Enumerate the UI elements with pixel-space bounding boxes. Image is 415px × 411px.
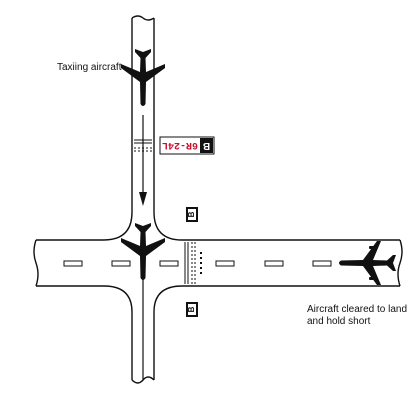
taxiway-location-sign: B bbox=[186, 207, 198, 222]
holding-position-sign-letter: B bbox=[203, 140, 210, 151]
holding-position-sign-text: 6R-24L bbox=[162, 139, 198, 150]
airplane-icon bbox=[121, 49, 165, 106]
runway-hold-short-markings bbox=[184, 242, 202, 284]
landing-aircraft-label-line2: and hold short bbox=[307, 316, 371, 327]
airplane-icon bbox=[339, 241, 396, 285]
taxiway-centerline bbox=[139, 115, 147, 380]
runway bbox=[33, 239, 403, 287]
taxiway-location-sign-letter: B bbox=[187, 211, 196, 217]
taxiway-location-sign-letter: B bbox=[187, 306, 196, 312]
holding-position-sign: 6R-24L B bbox=[159, 136, 215, 155]
airplane-icon bbox=[121, 223, 165, 280]
runway-centerline bbox=[63, 260, 332, 267]
landing-aircraft-label-line1: Aircraft cleared to land bbox=[307, 304, 408, 315]
taxiway-hold-markings bbox=[134, 139, 152, 152]
taxiing-aircraft-label: Taxiing aircraft bbox=[57, 62, 122, 73]
taxiway-location-sign: B bbox=[186, 302, 198, 317]
landing-aircraft-label: Aircraft cleared to land and hold short bbox=[307, 304, 407, 328]
